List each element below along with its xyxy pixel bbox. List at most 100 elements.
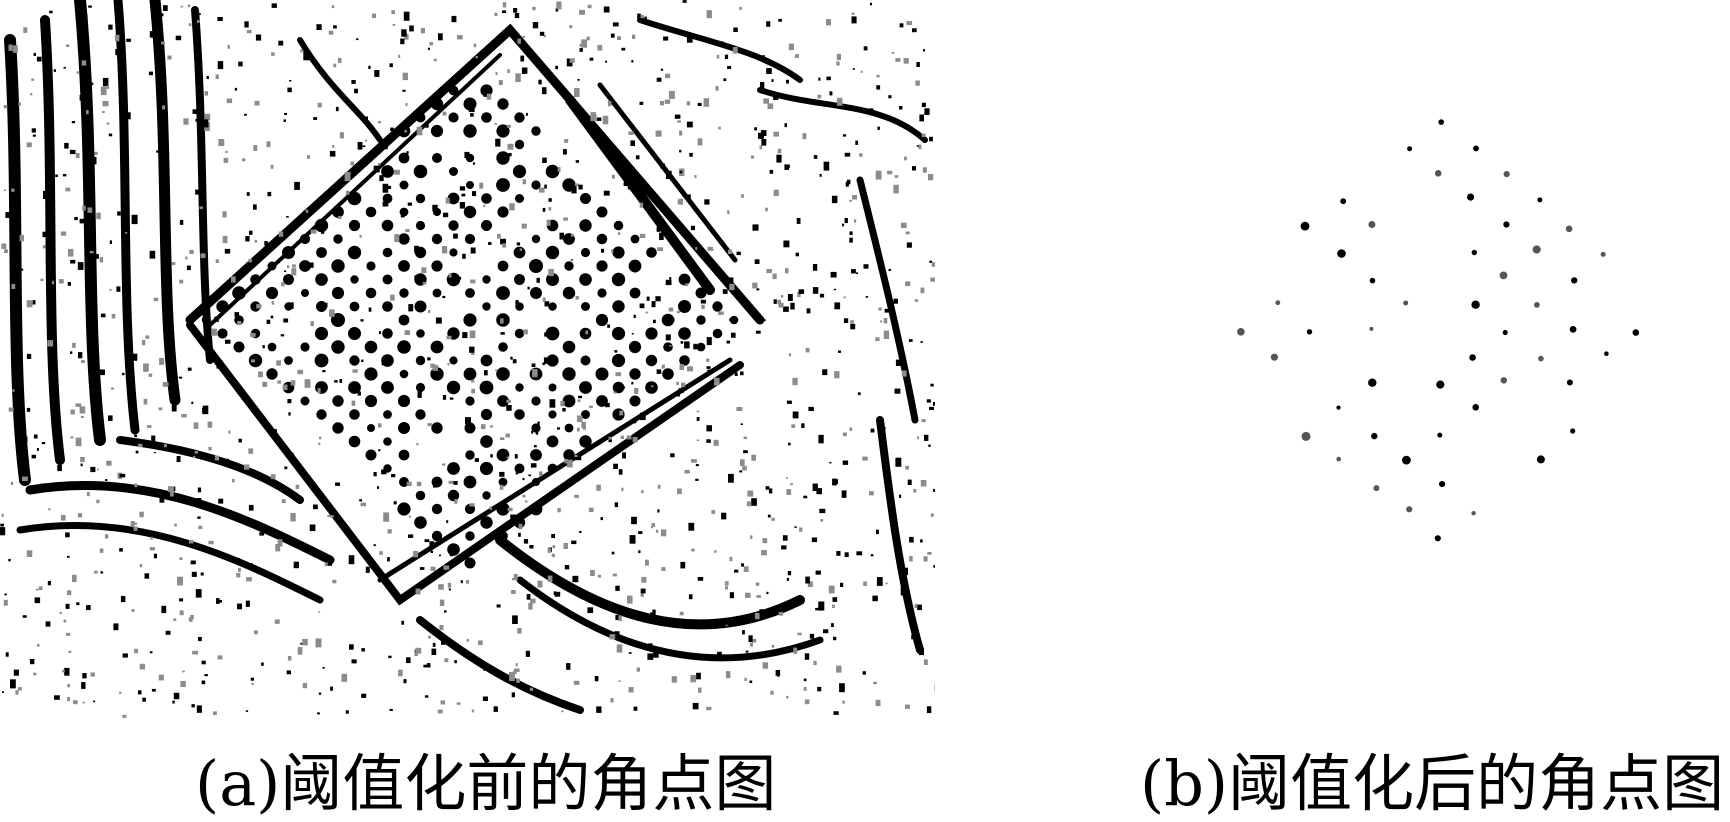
speckle bbox=[438, 584, 444, 590]
speckle bbox=[817, 686, 822, 692]
speckle bbox=[182, 670, 185, 673]
speckle bbox=[333, 25, 337, 29]
speckle bbox=[933, 565, 935, 568]
speckle bbox=[521, 223, 527, 229]
speckle bbox=[671, 676, 677, 683]
speckle bbox=[421, 267, 427, 273]
speckle bbox=[555, 65, 558, 70]
speckle bbox=[117, 211, 121, 216]
speckle bbox=[637, 13, 641, 19]
speckle bbox=[48, 316, 54, 322]
grid-dot bbox=[463, 313, 477, 327]
speckle bbox=[884, 308, 889, 313]
speckle bbox=[639, 303, 645, 309]
speckle bbox=[277, 380, 281, 384]
speckle bbox=[852, 68, 855, 70]
speckle bbox=[740, 371, 744, 376]
speckle bbox=[328, 30, 334, 35]
speckle bbox=[732, 47, 738, 54]
speckle bbox=[633, 270, 637, 273]
speckle bbox=[813, 155, 818, 159]
speckle bbox=[202, 407, 207, 414]
speckle bbox=[660, 163, 665, 169]
speckle bbox=[133, 526, 138, 531]
speckle bbox=[439, 554, 441, 557]
speckle bbox=[786, 695, 789, 699]
speckle bbox=[932, 402, 935, 406]
speckle bbox=[929, 406, 934, 410]
speckle bbox=[125, 232, 128, 234]
speckle bbox=[137, 443, 143, 448]
speckle bbox=[55, 174, 58, 178]
speckle bbox=[74, 216, 78, 221]
speckle bbox=[271, 301, 275, 305]
speckle bbox=[94, 570, 98, 574]
grid-dot bbox=[348, 327, 361, 340]
speckle bbox=[253, 145, 258, 151]
speckle bbox=[574, 183, 580, 187]
speckle bbox=[725, 586, 728, 590]
edge-map-graphic bbox=[0, 0, 935, 718]
speckle bbox=[453, 481, 458, 485]
speckle bbox=[85, 155, 90, 161]
speckle bbox=[507, 124, 511, 128]
speckle bbox=[903, 58, 907, 61]
speckle bbox=[706, 706, 712, 711]
grid-dot bbox=[497, 395, 509, 407]
speckle bbox=[686, 35, 693, 43]
speckle bbox=[686, 194, 691, 200]
speckle bbox=[511, 590, 516, 594]
speckle bbox=[707, 246, 713, 251]
speckle bbox=[577, 79, 580, 81]
speckle bbox=[736, 407, 743, 411]
grid-dot bbox=[398, 449, 410, 461]
speckle bbox=[215, 74, 219, 79]
corner-point bbox=[1536, 455, 1545, 464]
grid-dot bbox=[531, 423, 541, 433]
speckle bbox=[142, 697, 146, 702]
grid-dot bbox=[498, 477, 508, 487]
speckle bbox=[815, 607, 819, 611]
speckle bbox=[214, 316, 219, 322]
speckle bbox=[528, 602, 533, 610]
speckle bbox=[373, 472, 377, 477]
speckle bbox=[36, 56, 42, 62]
grid-dot bbox=[381, 381, 394, 394]
grid-dot bbox=[465, 396, 475, 406]
speckle bbox=[430, 566, 436, 571]
speckle bbox=[615, 585, 620, 591]
speckle bbox=[920, 341, 923, 343]
speckle bbox=[706, 10, 712, 19]
speckle bbox=[681, 382, 686, 388]
speckle bbox=[854, 219, 857, 223]
speckle bbox=[548, 198, 552, 202]
speckle bbox=[381, 361, 385, 366]
speckle bbox=[86, 605, 91, 611]
speckle bbox=[471, 351, 475, 355]
speckle bbox=[928, 444, 931, 447]
speckle bbox=[359, 499, 363, 502]
grid-dot bbox=[415, 382, 426, 393]
speckle bbox=[552, 545, 556, 549]
speckle bbox=[773, 131, 779, 137]
speckle bbox=[608, 437, 612, 443]
speckle bbox=[773, 189, 779, 197]
speckle bbox=[924, 434, 929, 441]
speckle bbox=[218, 498, 224, 504]
speckle bbox=[511, 577, 516, 581]
speckle bbox=[427, 423, 433, 427]
speckle bbox=[888, 505, 894, 511]
speckle bbox=[150, 536, 153, 540]
grid-dot bbox=[348, 219, 361, 232]
speckle bbox=[883, 318, 888, 324]
speckle bbox=[499, 484, 504, 490]
speckle bbox=[195, 119, 200, 122]
speckle bbox=[771, 79, 774, 82]
speckle bbox=[195, 189, 200, 195]
speckle bbox=[574, 88, 580, 97]
speckle bbox=[441, 640, 446, 645]
speckle bbox=[495, 138, 501, 147]
speckle bbox=[424, 539, 430, 543]
speckle bbox=[286, 265, 290, 269]
speckle bbox=[525, 112, 528, 116]
